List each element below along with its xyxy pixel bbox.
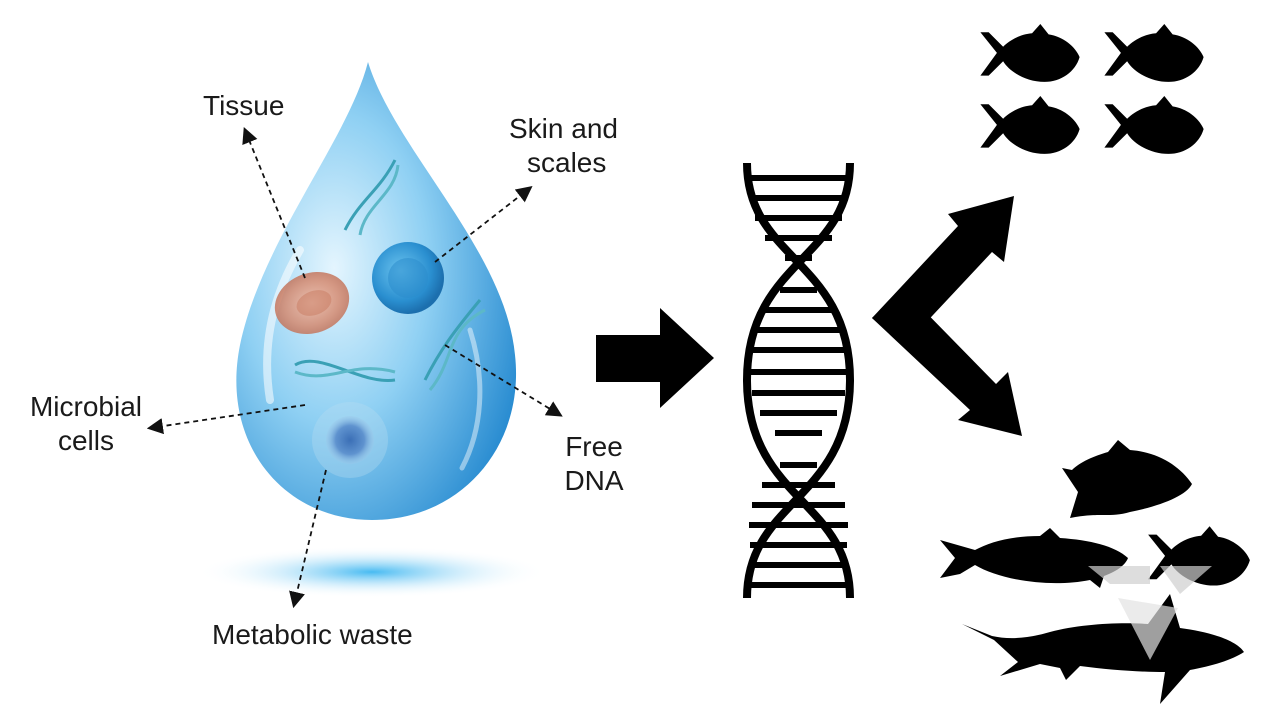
right-arrow-icon [596,308,714,408]
fish-icon [1104,24,1204,82]
label-skin-line2: scales [527,147,607,178]
label-metabolic-waste: Metabolic waste [212,618,413,652]
fish-icon [1062,440,1192,518]
fish-group-bottom [940,440,1250,704]
skin-cell [372,242,444,314]
label-free-line2: DNA [564,465,624,496]
fish-icon [940,528,1128,588]
drop-shadow [197,546,547,598]
label-tissue-text: Tissue [203,90,285,121]
watermark-mark [1088,566,1212,660]
label-metabolic-text: Metabolic waste [212,619,413,650]
callout-arrows [146,126,563,609]
label-skin-line1: Skin and [509,113,618,144]
fish-icon [980,24,1080,82]
fish-group-top [980,24,1204,154]
shark-icon [962,594,1244,704]
label-free-line1: Free [565,431,623,462]
label-microbial-cells: Microbial cells [20,390,152,458]
microbial-cell [312,402,388,478]
free-dna-strands [294,159,486,391]
label-free-dna: Free DNA [554,430,634,498]
label-tissue: Tissue [203,89,284,123]
split-arrows-icon [872,196,1022,436]
label-microbial-line2: cells [57,425,114,456]
dna-helix-icon [742,162,855,599]
fish-icon [980,96,1080,154]
label-microbial-line1: Microbial [29,391,143,422]
tissue-cell [274,271,350,335]
label-skin-and-scales: Skin and scales [509,112,618,180]
fish-icon [1104,96,1204,154]
